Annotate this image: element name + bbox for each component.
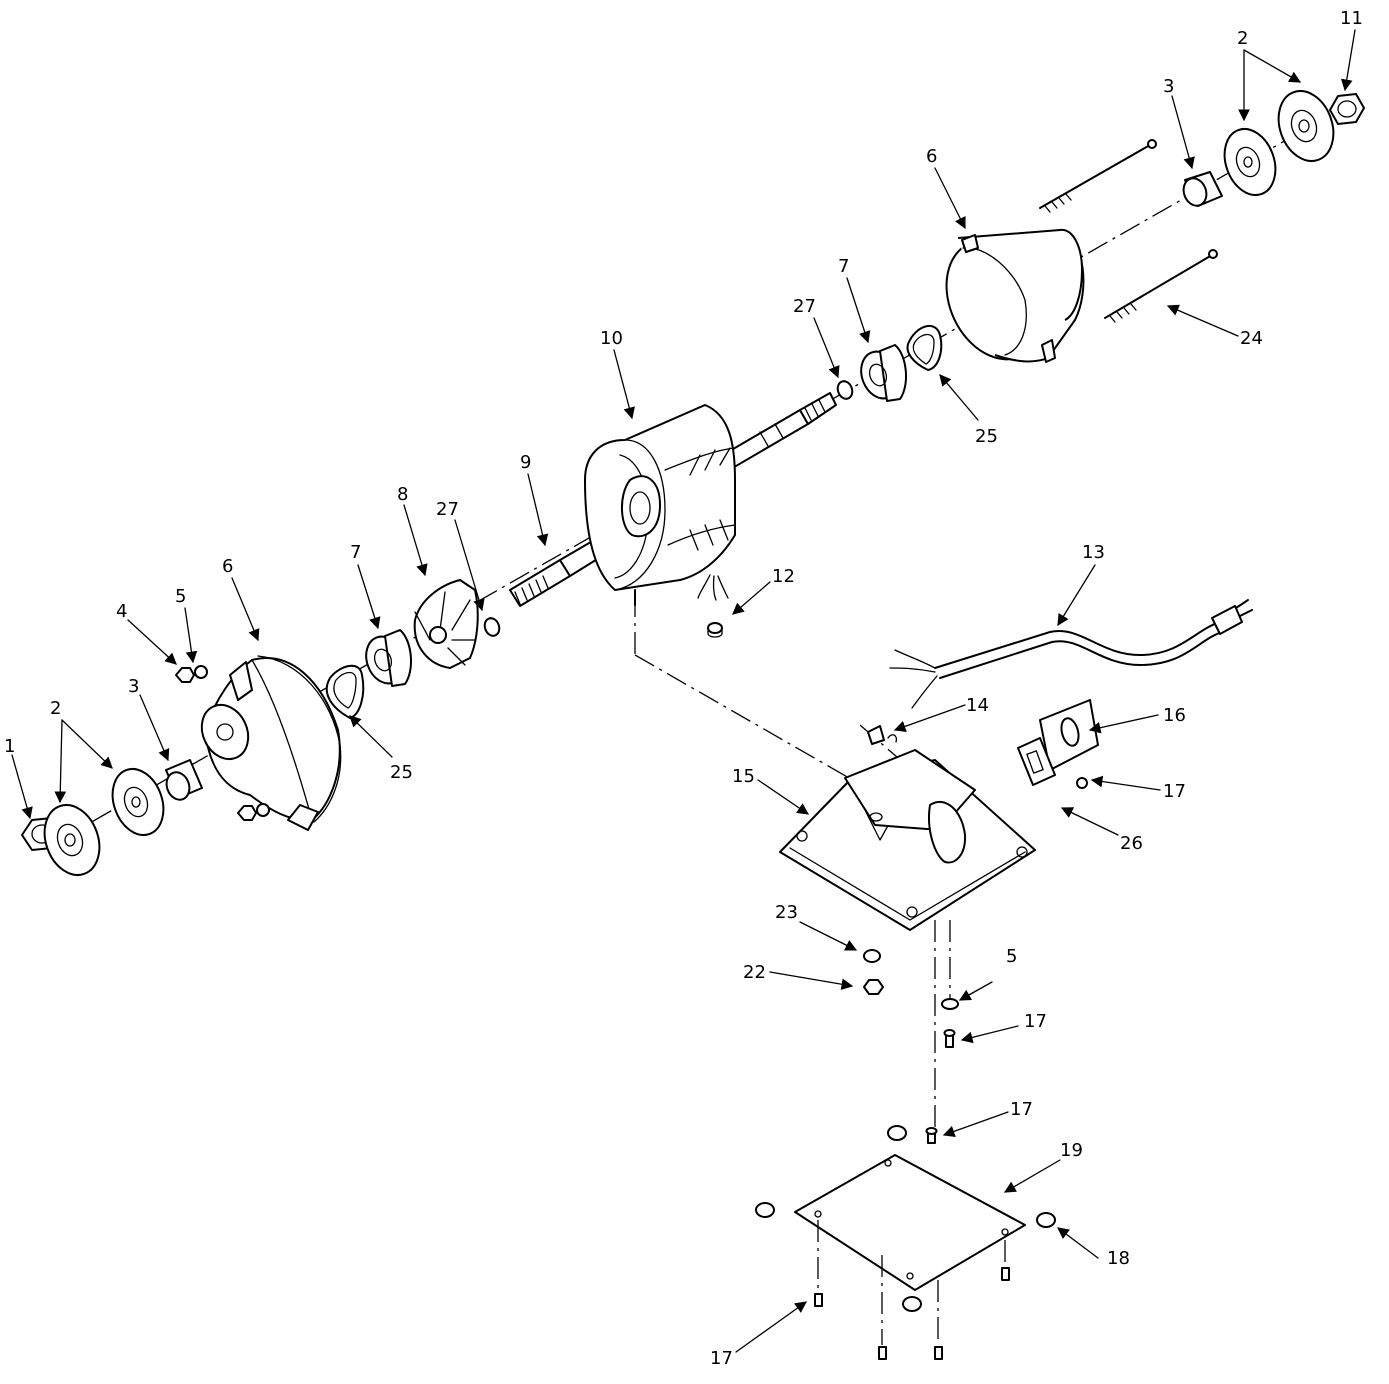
plate-bottom-screws (814, 1220, 1010, 1360)
power-cord (889, 599, 1253, 709)
rubber-foot-4 (902, 1296, 922, 1312)
switch (1017, 737, 1056, 786)
callout-3-right: 3 (1163, 76, 1174, 97)
callout-17-base: 17 (1024, 1011, 1047, 1032)
plate-top-screw (925, 1127, 938, 1144)
callout-5-base: 5 (1006, 946, 1017, 967)
right-bearing (860, 344, 907, 402)
callout-16: 16 (1163, 705, 1186, 726)
left-inner-washer (111, 768, 165, 836)
callout-13: 13 (1082, 542, 1105, 563)
motor-axis-centerline (59, 114, 1331, 1140)
callout-10: 10 (600, 328, 623, 349)
callout-15: 15 (732, 766, 755, 787)
callout-12: 12 (772, 566, 795, 587)
callout-11: 11 (1340, 8, 1363, 29)
callout-19: 19 (1060, 1140, 1083, 1161)
stator-housing (584, 404, 736, 606)
callout-17-plate: 17 (1010, 1099, 1033, 1120)
left-bushing (165, 759, 203, 801)
stator-lead-wires (697, 574, 729, 601)
tie-rod-upper (1039, 139, 1157, 213)
callout-17-switch: 17 (1163, 781, 1186, 802)
rubber-foot-3 (1036, 1212, 1056, 1228)
wire-connector (867, 725, 898, 745)
base-nut (863, 979, 884, 995)
callout-17-bottom: 17 (710, 1348, 733, 1369)
callout-14: 14 (966, 695, 989, 716)
callout-26: 26 (1120, 833, 1143, 854)
callout-2-right: 2 (1237, 28, 1248, 49)
right-inner-washer (1223, 128, 1277, 196)
callout-6-right: 6 (926, 146, 937, 167)
callout-4: 4 (116, 601, 127, 622)
callout-18: 18 (1107, 1248, 1130, 1269)
left-end-bell (200, 655, 342, 831)
callout-23: 23 (775, 902, 798, 923)
right-bushing (1182, 171, 1223, 207)
callout-6-left: 6 (222, 556, 233, 577)
left-bearing (365, 629, 412, 687)
right-wave-washer (906, 325, 943, 371)
callout-7-left: 7 (350, 542, 361, 563)
right-outer-washer (1277, 90, 1335, 162)
callout-22: 22 (743, 962, 766, 983)
callout-2-left: 2 (50, 698, 61, 719)
rubber-foot-2 (755, 1202, 775, 1218)
left-outer-washer (43, 804, 101, 876)
callout-5-top: 5 (175, 586, 186, 607)
fan (413, 579, 479, 669)
callout-7-right: 7 (838, 256, 849, 277)
right-retaining-ring (836, 380, 854, 400)
callout-25-right: 25 (975, 426, 998, 447)
callout-27-right: 27 (793, 296, 816, 317)
tie-rod-lower (1104, 249, 1218, 323)
bushing-12 (707, 622, 723, 638)
bottom-plate (794, 1154, 1026, 1291)
callout-3-left: 3 (128, 676, 139, 697)
left-retaining-ring (483, 617, 501, 637)
motor-base (779, 749, 1036, 931)
right-end-bell (945, 228, 1085, 363)
callout-27-left: 27 (436, 499, 459, 520)
left-bell-nut-top (175, 665, 208, 683)
callout-24: 24 (1240, 328, 1263, 349)
left-wave-washer (325, 664, 365, 719)
callout-25-left: 25 (390, 762, 413, 783)
leader-arrows (11, 29, 1356, 1353)
callout-8: 8 (397, 484, 408, 505)
base-washer-5 (941, 998, 959, 1010)
left-bell-nut-bottom (237, 803, 270, 821)
callout-labels: 1 2 3 4 5 6 7 8 27 9 10 12 25 27 7 25 6 … (4, 8, 1363, 1369)
right-nut (1329, 93, 1365, 125)
rubber-foot-1 (887, 1125, 907, 1141)
callout-1: 1 (4, 736, 15, 757)
base-screw (943, 1029, 956, 1048)
switch-screw (1076, 777, 1088, 789)
callout-9: 9 (520, 452, 531, 473)
base-washer-23 (863, 949, 881, 963)
